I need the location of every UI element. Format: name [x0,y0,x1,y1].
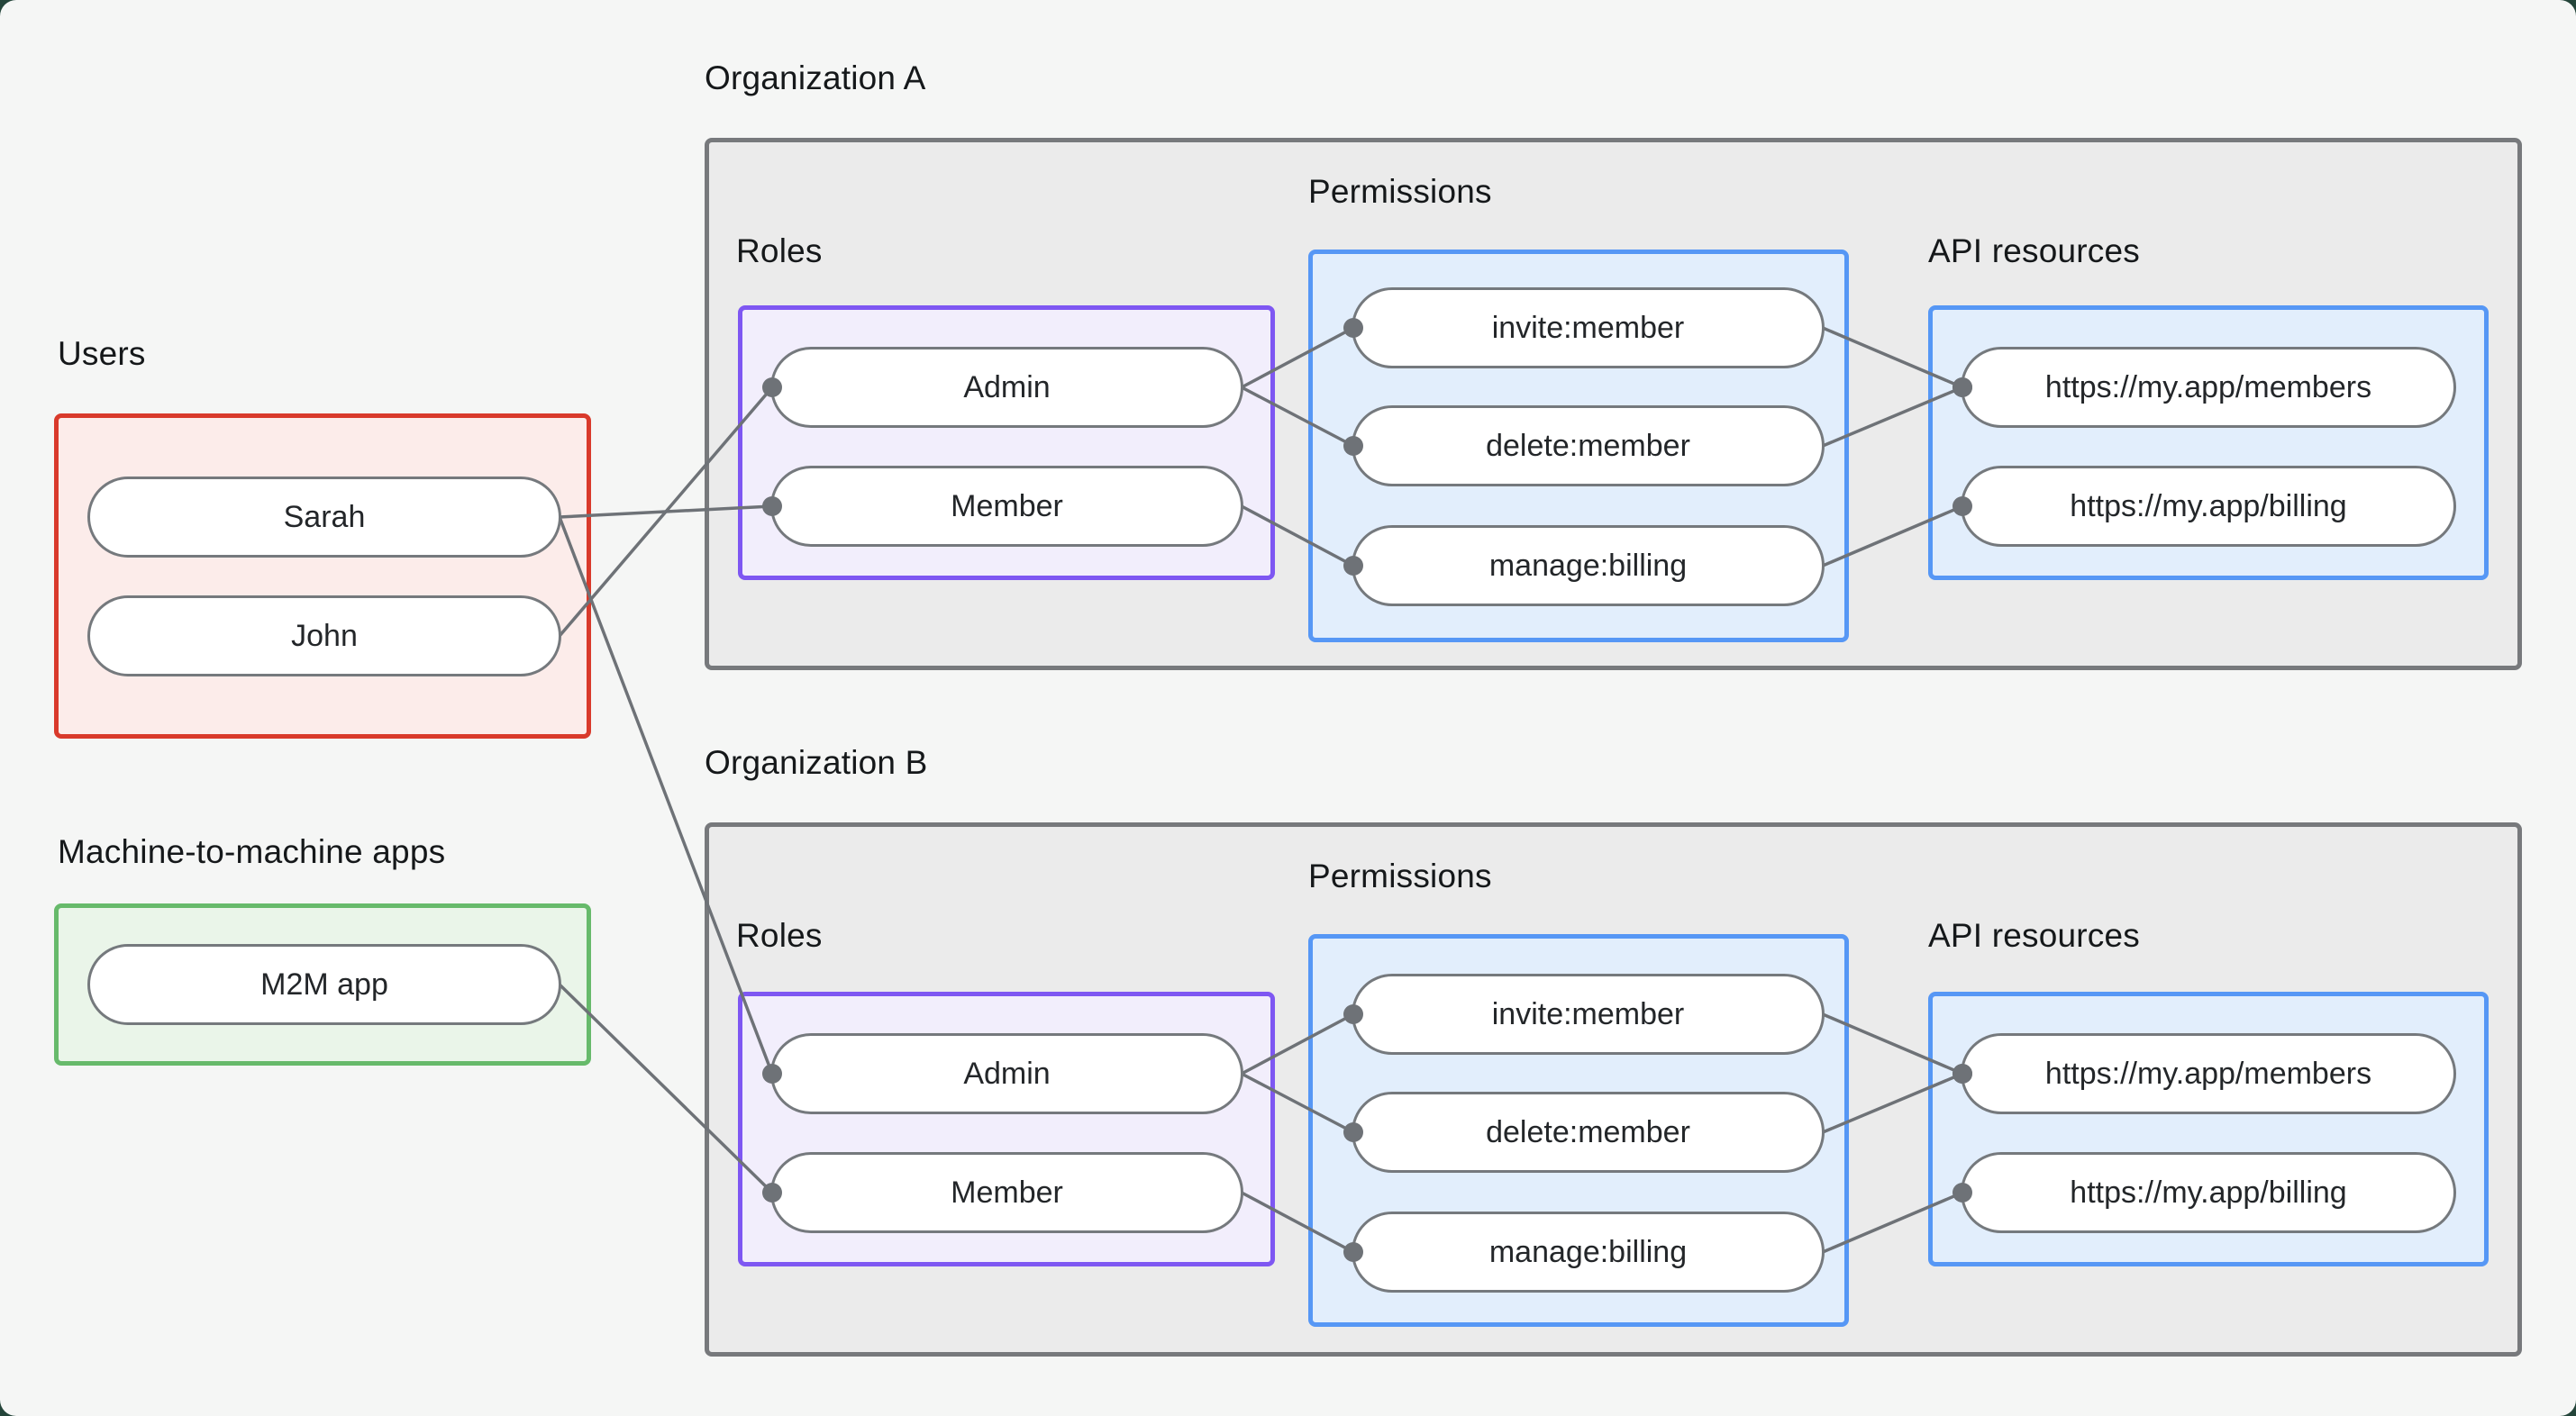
org-a-roles-label: Roles [736,232,823,269]
node-org-a-invite-member: invite:member [1352,287,1825,368]
node-org-b-members-api: https://my.app/members [1961,1033,2456,1114]
node-sarah: Sarah [87,477,561,558]
org-b-api-resources-label: API resources [1928,917,2140,954]
org-a-api-resources-label: API resources [1928,232,2140,269]
node-org-b-admin: Admin [770,1033,1243,1114]
node-org-b-billing-api: https://my.app/billing [1961,1152,2456,1233]
users-group-label: Users [58,335,146,372]
org-b-label: Organization B [705,744,928,781]
node-org-a-admin: Admin [770,347,1243,428]
node-org-b-manage-billing: manage:billing [1352,1212,1825,1293]
users-group-box [54,413,591,739]
node-org-b-member: Member [770,1152,1243,1233]
org-a-label: Organization A [705,59,926,96]
node-org-b-delete-member: delete:member [1352,1092,1825,1173]
org-b-roles-label: Roles [736,917,823,954]
node-john: John [87,595,561,676]
node-m2m-app: M2M app [87,944,561,1025]
org-a-permissions-label: Permissions [1308,173,1492,210]
org-b-permissions-label: Permissions [1308,858,1492,894]
node-org-a-members-api: https://my.app/members [1961,347,2456,428]
node-org-a-member: Member [770,466,1243,547]
node-org-b-invite-member: invite:member [1352,974,1825,1055]
node-org-a-billing-api: https://my.app/billing [1961,466,2456,547]
node-org-a-delete-member: delete:member [1352,405,1825,486]
node-org-a-manage-billing: manage:billing [1352,525,1825,606]
m2m-group-label: Machine-to-machine apps [58,833,446,870]
